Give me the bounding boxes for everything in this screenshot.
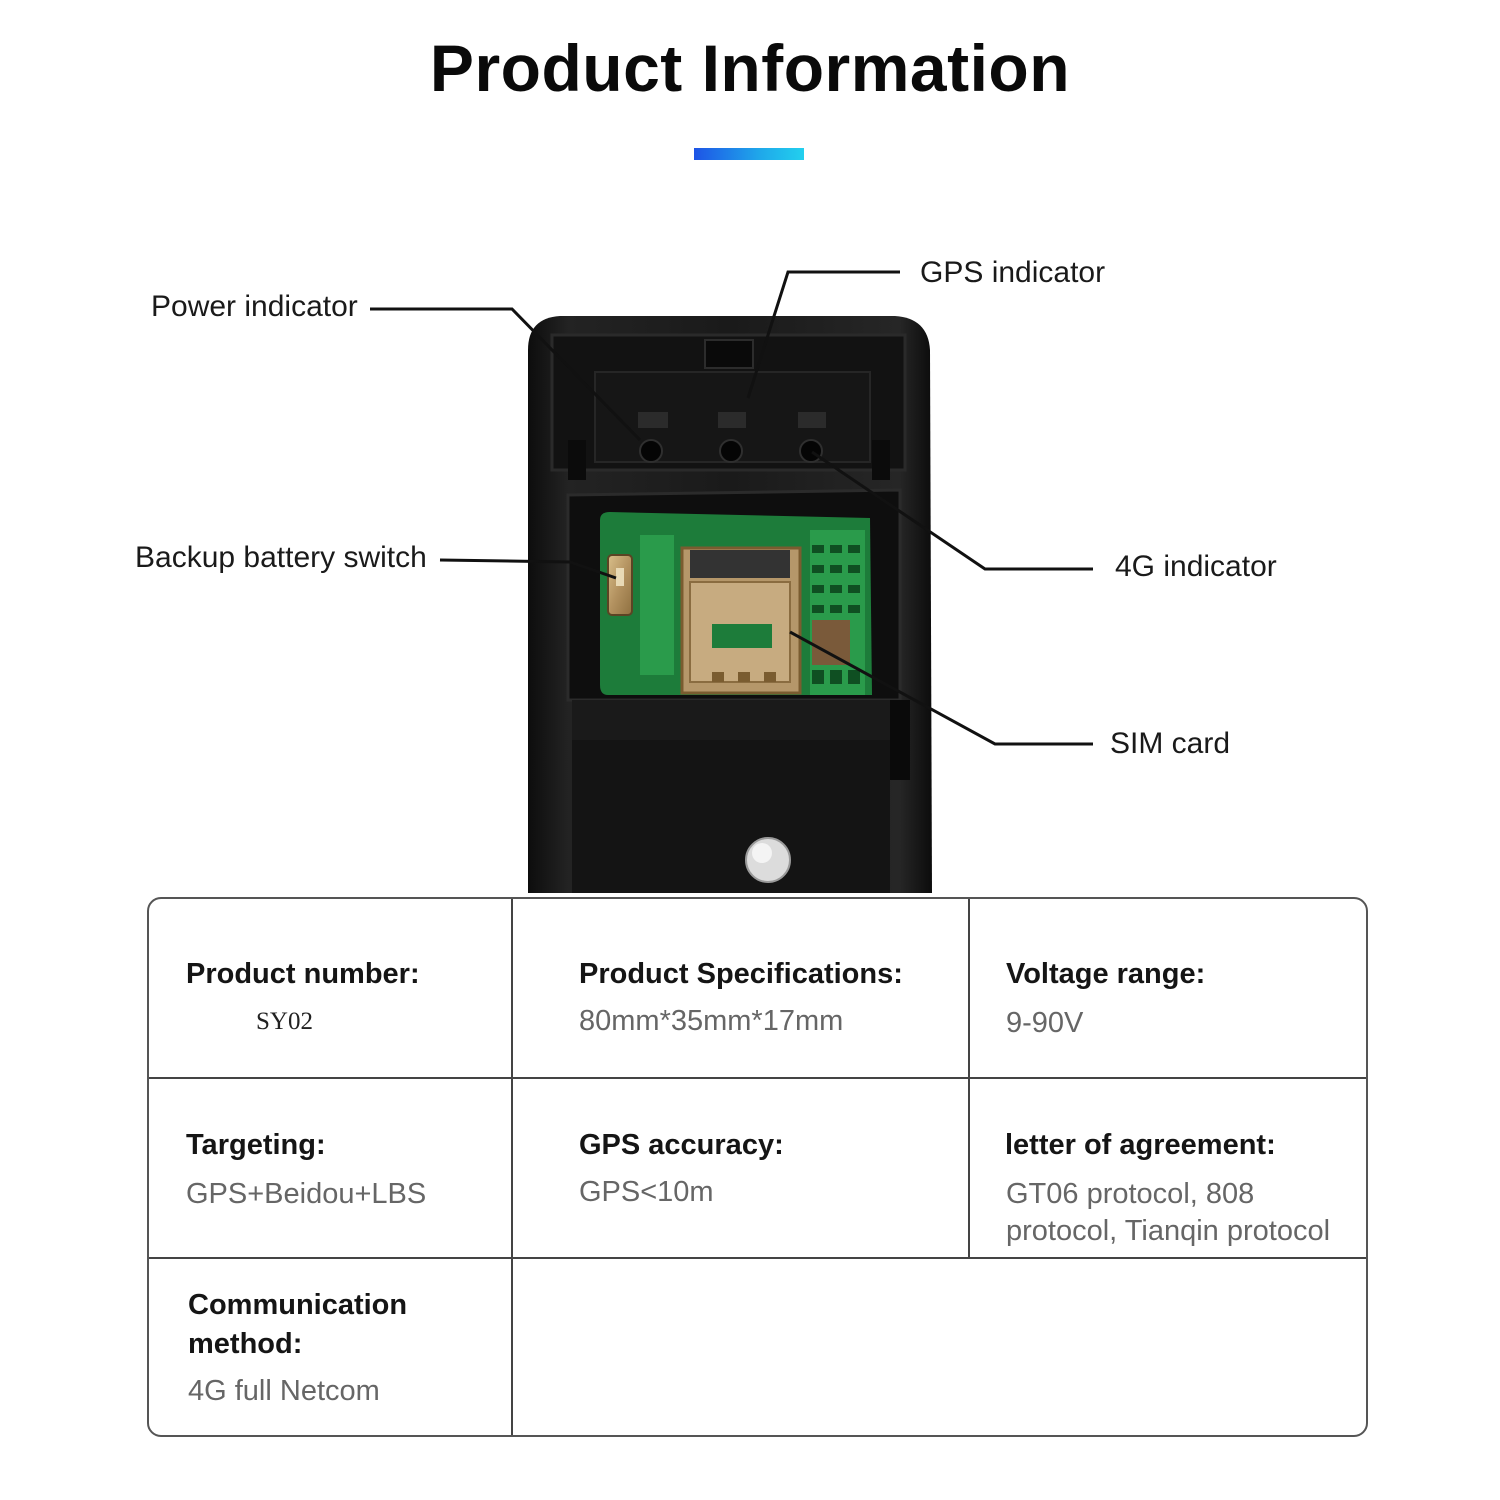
backup-switch-leader [439, 558, 617, 580]
voltage-range-value: 9-90V [1006, 1007, 1084, 1039]
gps-accuracy-label: GPS accuracy: [579, 1129, 784, 1161]
fourg-indicator-leader [811, 450, 1093, 571]
power-indicator-leader [370, 307, 642, 442]
gps-led [719, 439, 743, 463]
communication-method-label-line1: Communication [188, 1289, 408, 1321]
table-divider [968, 899, 970, 1259]
page-title: Product Information [429, 31, 1071, 105]
fourg-led [799, 439, 823, 463]
sim-card-leader [789, 630, 1093, 746]
communication-method-label-line2: method: [188, 1328, 303, 1360]
targeting-label: Targeting: [186, 1129, 326, 1161]
gps-indicator-label: GPS indicator [920, 256, 1106, 289]
gps-accuracy-value: GPS<10m [579, 1176, 714, 1208]
table-divider [149, 1077, 1366, 1079]
title-accent-bar [694, 148, 804, 160]
power-led [639, 439, 663, 463]
table-divider [149, 1257, 1366, 1259]
targeting-value: GPS+Beidou+LBS [186, 1178, 427, 1210]
fourg-indicator-label: 4G indicator [1115, 550, 1277, 583]
voltage-range-label: Voltage range: [1006, 958, 1206, 990]
sim-card-label: SIM card [1110, 727, 1231, 760]
letter-of-agreement-label: letter of agreement: [1005, 1129, 1276, 1161]
power-indicator-label: Power indicator [151, 290, 358, 323]
gps-tracker-device-image [370, 270, 1093, 893]
gps-indicator-leader [746, 270, 900, 399]
table-divider [511, 899, 513, 1435]
spec-table: Product number: SY02 Product Specificati… [147, 897, 1368, 1437]
product-specifications-value: 80mm*35mm*17mm [579, 1005, 844, 1037]
product-specifications-label: Product Specifications: [579, 958, 903, 990]
letter-of-agreement-value-line1: GT06 protocol, 808 [1006, 1178, 1255, 1210]
communication-method-value: 4G full Netcom [188, 1375, 380, 1407]
backup-battery-switch-label: Backup battery switch [135, 541, 427, 574]
product-number-label: Product number: [186, 958, 420, 990]
product-number-value: SY02 [256, 1008, 313, 1035]
letter-of-agreement-value-line2: protocol, Tianqin protocol [1006, 1215, 1331, 1247]
